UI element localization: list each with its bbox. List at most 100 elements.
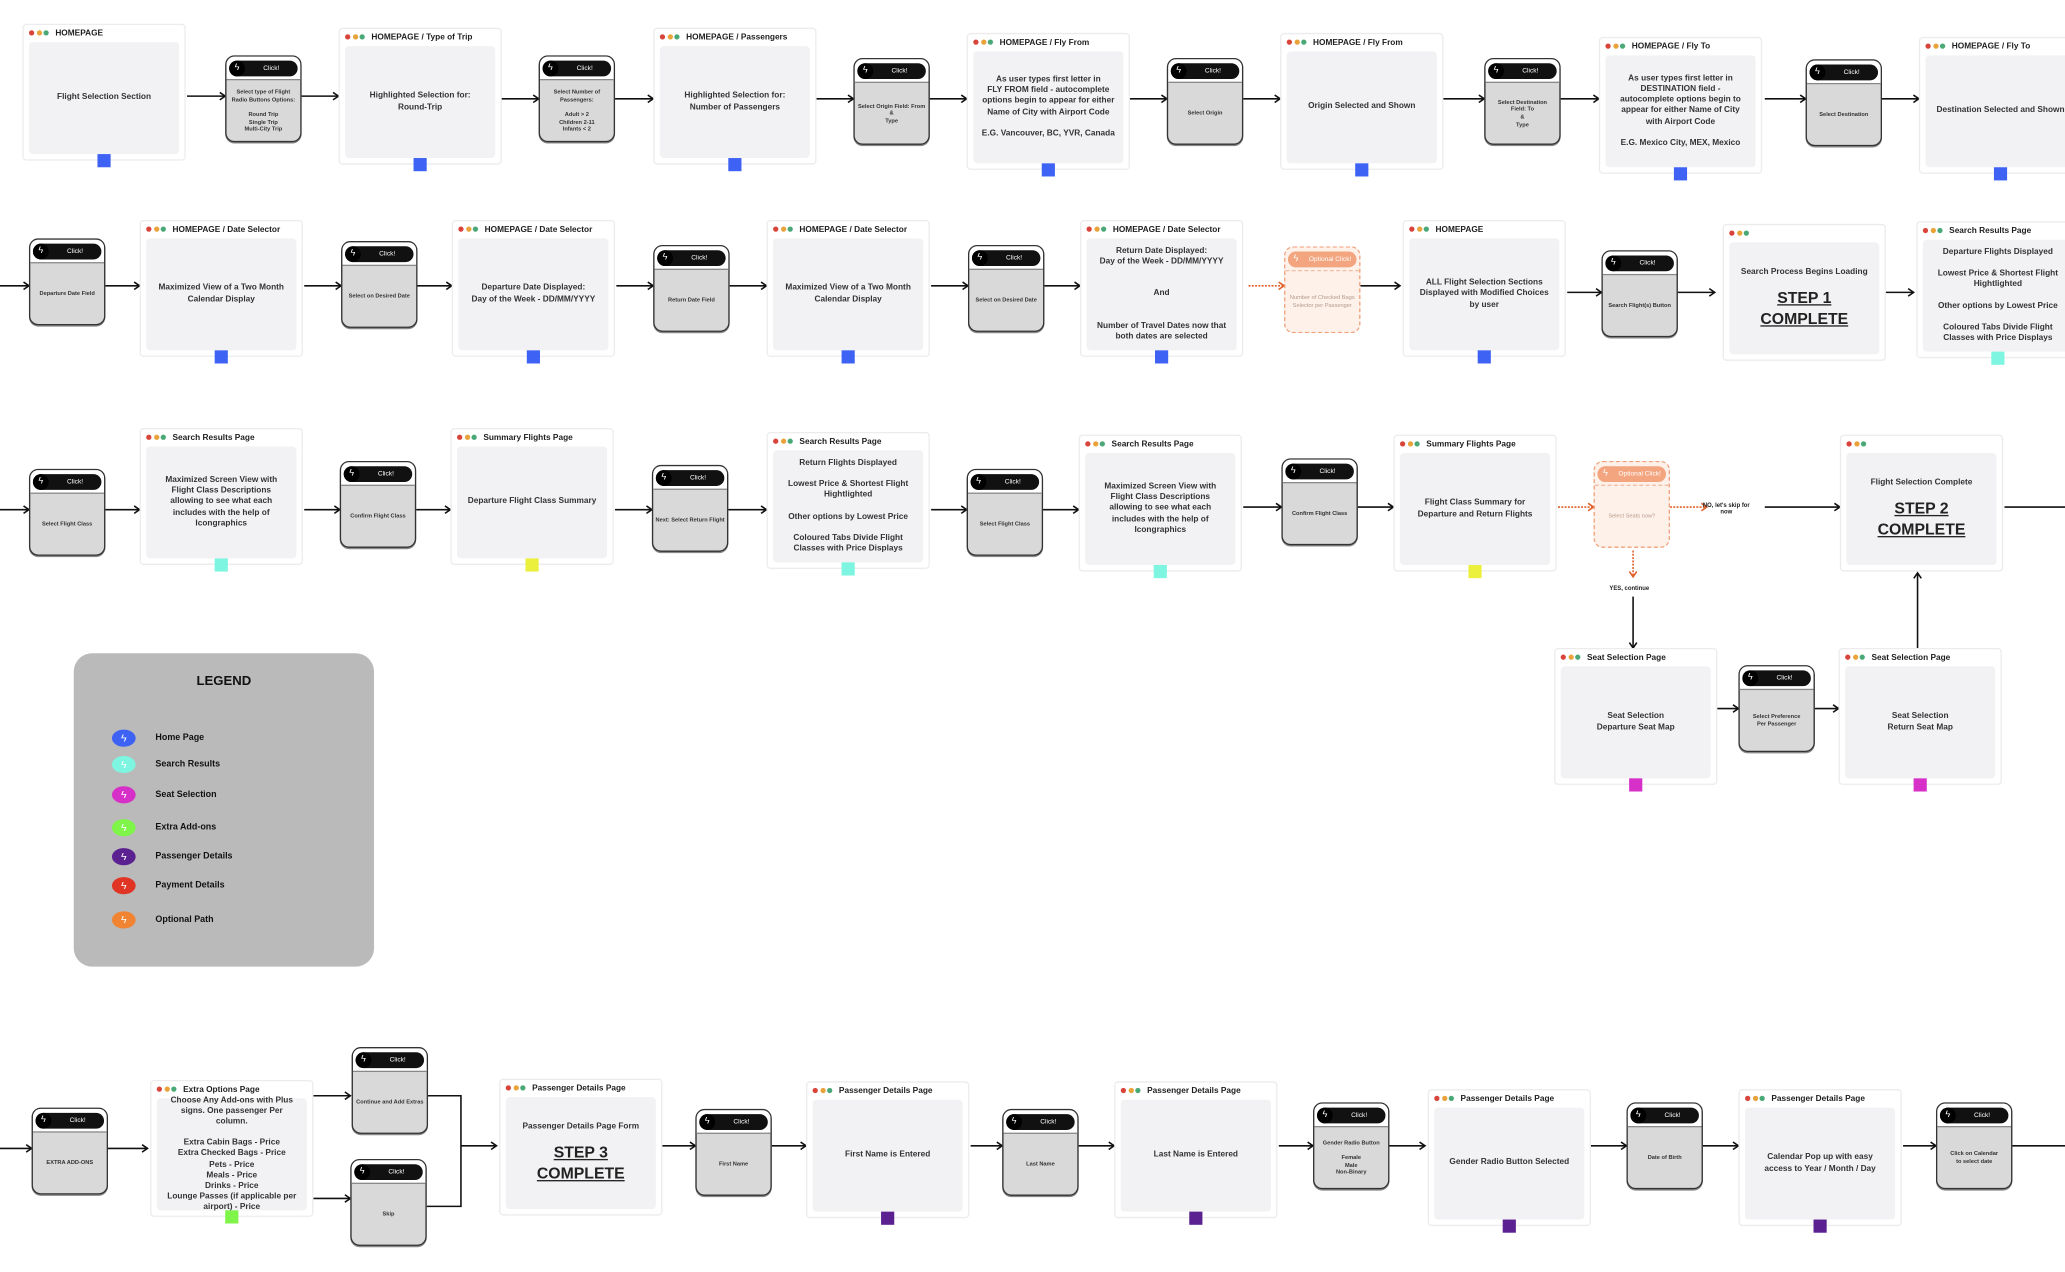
- click-action-description: Select on Desired Date: [975, 296, 1037, 304]
- page-type-marker: [526, 350, 540, 364]
- window-dots-icon: [505, 1085, 526, 1091]
- click-label: Click!: [1006, 253, 1023, 262]
- lightning-icon: ϟ: [111, 729, 136, 747]
- click-action-description: Return Date Field: [667, 296, 715, 304]
- flow-arrow: [304, 505, 342, 515]
- flow-arrow: [313, 1194, 352, 1203]
- window-dots-icon: [1409, 226, 1429, 232]
- screen-header: Passenger Details Page: [807, 1083, 968, 1099]
- window-dots-icon: [1922, 227, 1943, 234]
- click-label: Click!: [576, 63, 593, 72]
- click-label: Click!: [1004, 477, 1021, 486]
- screen-panel: Destination Selected and Shown: [1925, 55, 2065, 168]
